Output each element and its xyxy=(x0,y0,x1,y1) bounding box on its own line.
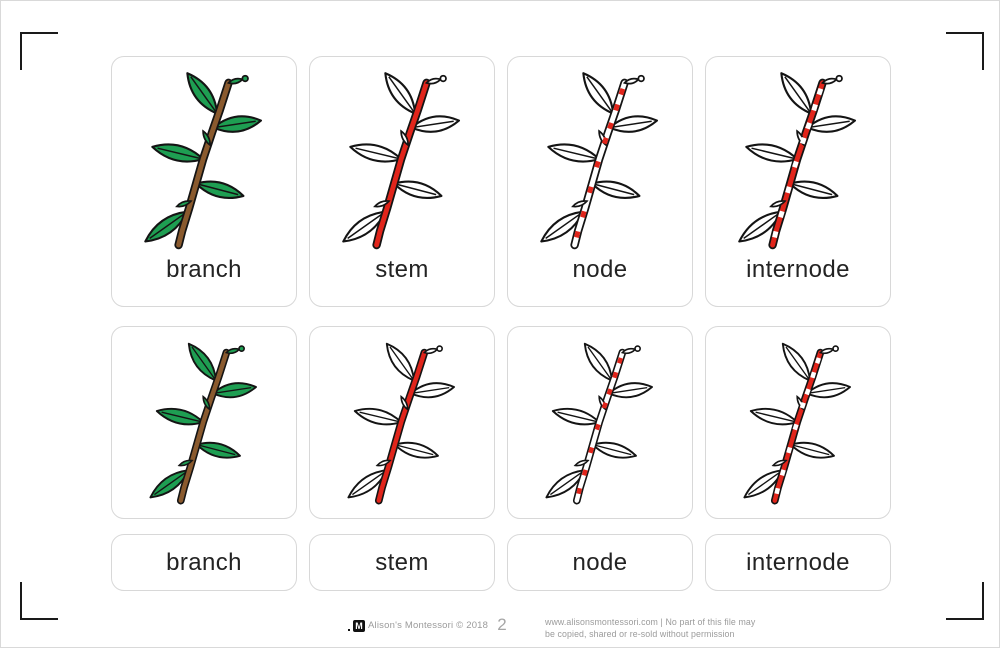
branch-twig-illustration xyxy=(143,339,265,507)
card-branch-picture xyxy=(111,326,297,519)
notice-line-1: www.alisonsmontessori.com | No part of t… xyxy=(545,617,756,627)
card-label: internode xyxy=(746,548,850,576)
card-node-labeled: node xyxy=(507,56,693,307)
notice-line-2: be copied, shared or re-sold without per… xyxy=(545,629,735,640)
card-label: node xyxy=(572,256,628,283)
card-stem-picture xyxy=(309,326,495,519)
crop-mark-top-right xyxy=(946,32,984,70)
page-number: 2 xyxy=(497,615,507,634)
crop-mark-bottom-left xyxy=(20,582,58,620)
card-stem-label-only: stem xyxy=(309,534,495,591)
card-label: internode xyxy=(746,256,850,283)
card-label: branch xyxy=(166,256,242,283)
card-branch-label-only: branch xyxy=(111,534,297,591)
card-internode-labeled: internode xyxy=(705,56,891,307)
card-internode-picture xyxy=(705,326,891,519)
card-label: stem xyxy=(375,548,429,576)
internode-twig-illustration xyxy=(737,339,859,507)
crop-mark-top-left xyxy=(20,32,58,70)
card-internode-label-only: internode xyxy=(705,534,891,591)
card-node-label-only: node xyxy=(507,534,693,591)
logo-dot xyxy=(348,629,350,631)
card-label: stem xyxy=(375,256,429,283)
alisons-montessori-logo-icon: M xyxy=(353,619,365,632)
crop-mark-bottom-right xyxy=(946,582,984,620)
node-twig-illustration xyxy=(539,339,661,507)
branch-twig-illustration xyxy=(137,68,271,252)
node-twig-illustration xyxy=(533,68,667,252)
card-branch-labeled: branch xyxy=(111,56,297,307)
card-label: node xyxy=(572,548,628,576)
card-label: branch xyxy=(166,548,242,576)
internode-twig-illustration xyxy=(731,68,865,252)
footer-brand: M Alison's Montessori © 2018 xyxy=(348,619,488,632)
stem-twig-illustration xyxy=(335,68,469,252)
footer-copyright-notice: www.alisonsmontessori.com | No part of t… xyxy=(545,616,755,641)
card-node-picture xyxy=(507,326,693,519)
card-stem-labeled: stem xyxy=(309,56,495,307)
stem-twig-illustration xyxy=(341,339,463,507)
brand-copyright-text: Alison's Montessori © 2018 xyxy=(368,620,489,631)
